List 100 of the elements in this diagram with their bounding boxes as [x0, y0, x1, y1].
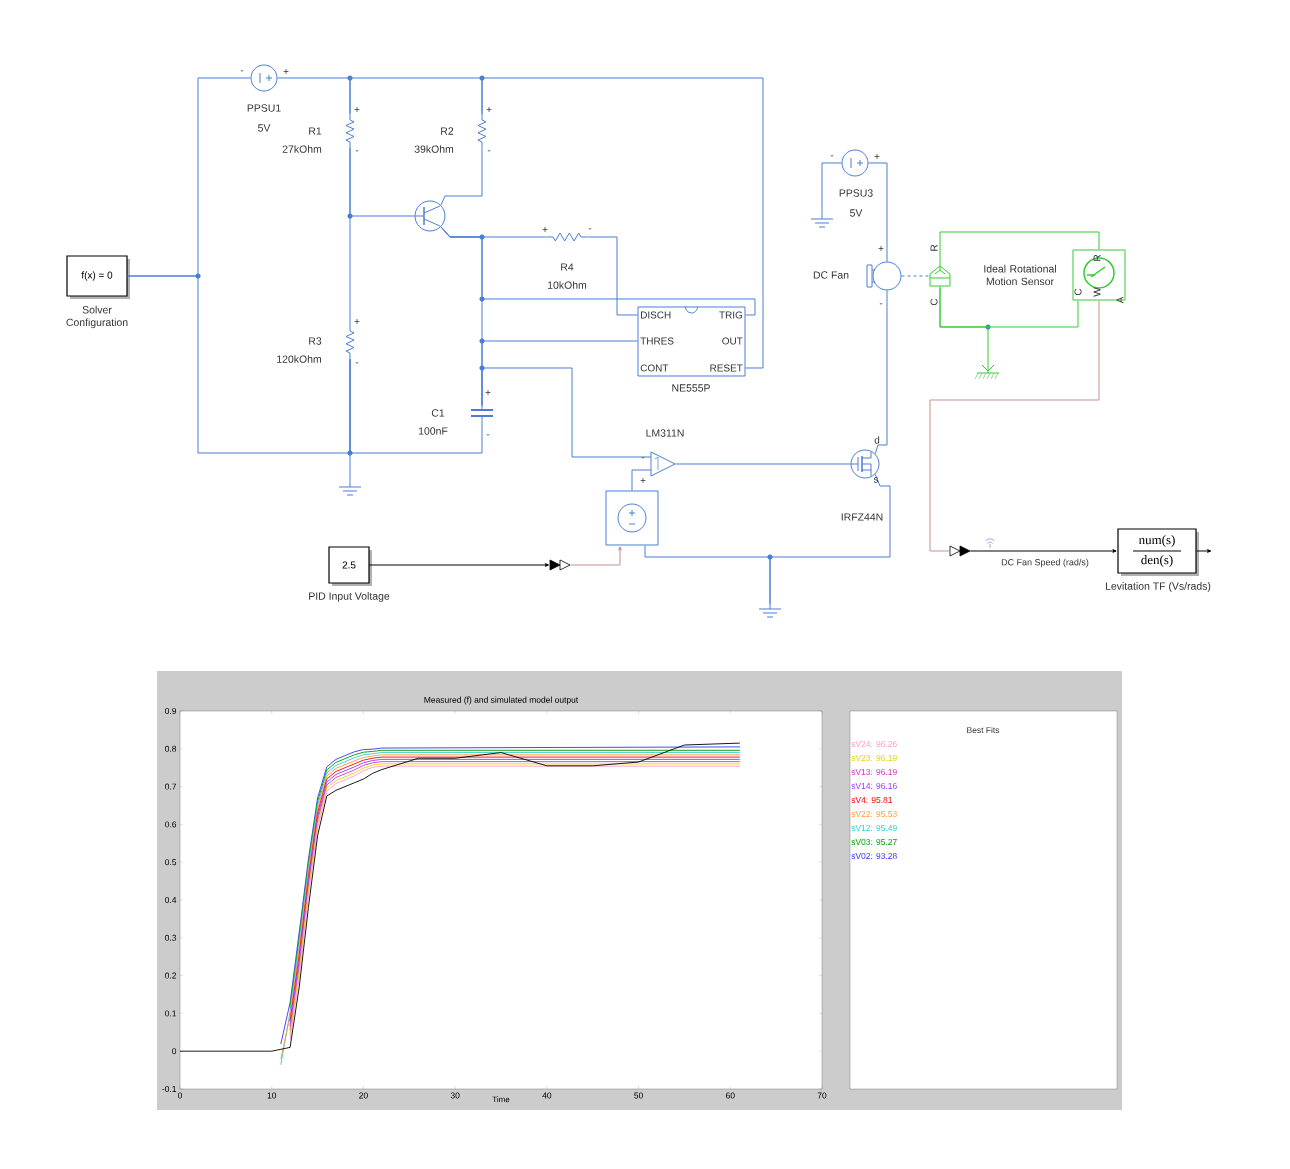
series-label: sV24: 96.26: [851, 741, 897, 747]
transistor-symbol: [850, 449, 880, 479]
pin-label: -: [355, 362, 359, 364]
pin-label: +: [283, 69, 289, 74]
resistor-symbol: [345, 113, 355, 149]
wire: [674, 463, 851, 465]
wire: [349, 358, 351, 483]
pin-label: Ideal Rotational Motion Sensor: [984, 264, 1056, 286]
y-tick-label: 0.2: [165, 972, 177, 979]
series-label: sV23: 96.19: [851, 755, 897, 761]
component-label: NE555P: [672, 384, 710, 392]
component-label: R2: [441, 127, 454, 135]
resistor-symbol: [546, 232, 588, 242]
transfer-function-block: num(s) den(s): [1117, 528, 1199, 576]
timer-chip-block: DISCH TRIG THRES OUT CONT RESET: [637, 306, 746, 377]
x-tick-label: 10: [267, 1092, 277, 1099]
x-tick-label: 60: [726, 1092, 735, 1099]
component-label: R4: [561, 263, 574, 271]
converter-symbol: [549, 559, 571, 571]
x-tick-label: 40: [542, 1092, 552, 1099]
component-label: 100nF: [418, 427, 448, 435]
series-label: sV02: 93.28: [851, 853, 897, 859]
edge-label: DC Fan Speed (rad/s): [1000, 557, 1090, 569]
series-label: sV13: 96.19: [851, 769, 897, 775]
component-label: DC Fan: [813, 271, 849, 279]
wire: [481, 77, 764, 369]
y-tick-label: 0.1: [165, 1010, 177, 1017]
pin-label: +: [354, 107, 360, 112]
pin-label: Best Fits: [967, 726, 1000, 734]
process-block: 2.5: [328, 546, 372, 586]
wire: [440, 226, 756, 316]
wire: [874, 290, 888, 455]
component-label: 27kOhm: [282, 145, 322, 153]
capacitor-symbol: [470, 405, 494, 421]
wire: [769, 473, 891, 605]
x-tick-label: 0: [177, 1092, 183, 1099]
x-tick-label: 70: [817, 1092, 827, 1099]
x-tick-label: 30: [450, 1092, 460, 1099]
block-symbol: [1072, 249, 1126, 301]
component-label: PID Input Voltage: [309, 592, 390, 602]
y-tick-label: 0.9: [165, 708, 177, 714]
pin-label: +: [486, 107, 492, 112]
component-label: IRFZ44N: [841, 513, 883, 521]
wire: [969, 549, 1117, 553]
voltage-source-symbol: [841, 149, 869, 177]
pin-label: -: [588, 228, 592, 230]
x-tick-label: 50: [634, 1092, 643, 1099]
pin-label: -: [486, 434, 490, 436]
series-label: sV22: 95.53: [851, 811, 897, 817]
converter-symbol: [949, 545, 971, 557]
ground-symbol: [810, 213, 834, 228]
pin-label: +: [878, 246, 884, 251]
resistor-symbol: [477, 113, 487, 149]
pin-label: +: [354, 319, 360, 324]
y-tick-label: 0: [172, 1048, 177, 1055]
y-tick-label: 0.5: [165, 859, 177, 866]
wire: [569, 546, 622, 566]
wire: [939, 287, 989, 361]
y-tick-label: 0.3: [165, 934, 177, 941]
wire: [349, 147, 415, 217]
wire: [1196, 549, 1212, 553]
pin-label: A: [1116, 296, 1124, 304]
block-symbol: [929, 263, 951, 289]
series-label: sV12: 95.49: [851, 825, 897, 831]
voltage-source-symbol: [250, 64, 278, 92]
wire: [349, 77, 483, 115]
chart-title: Measured (f) and simulated model output: [424, 696, 579, 705]
pin-label: -: [240, 70, 244, 72]
series-label: sV4: 95.81: [851, 797, 893, 803]
pin-label: R: [1093, 254, 1101, 261]
wire: [901, 275, 930, 277]
x-tick-label: 20: [359, 1092, 368, 1099]
wire: [440, 147, 483, 206]
pin-label: -: [830, 155, 834, 157]
wire: [631, 469, 652, 491]
ground-symbol: [974, 359, 1000, 380]
resistor-symbol: [345, 324, 355, 360]
wire: [929, 300, 1100, 552]
component-label: Solver Configuration: [66, 305, 128, 329]
pin-label: -: [355, 150, 359, 152]
component-label: R1: [309, 127, 322, 135]
wire: [481, 367, 652, 458]
pin-label: +: [485, 390, 491, 395]
component-label: C1: [431, 409, 445, 417]
component-label: PPSU3: [839, 189, 873, 197]
component-label: 10kOhm: [548, 281, 587, 289]
wire: [821, 162, 842, 215]
component-label: 39kOhm: [414, 145, 454, 153]
pin-label: R: [930, 244, 938, 251]
wire: [127, 275, 351, 454]
block-symbol: [605, 490, 659, 546]
pin-label: W: [1093, 287, 1101, 297]
y-tick-label: 0.8: [165, 745, 177, 752]
wire: [939, 231, 1100, 265]
component-label: 5V: [850, 209, 863, 217]
component-label: Levitation TF (Vs/rads): [1105, 582, 1211, 592]
component-label: LM311N: [646, 429, 684, 437]
pin-label: C: [930, 298, 938, 306]
component-label: R3: [309, 337, 322, 345]
component-label: 120kOhm: [277, 355, 321, 363]
